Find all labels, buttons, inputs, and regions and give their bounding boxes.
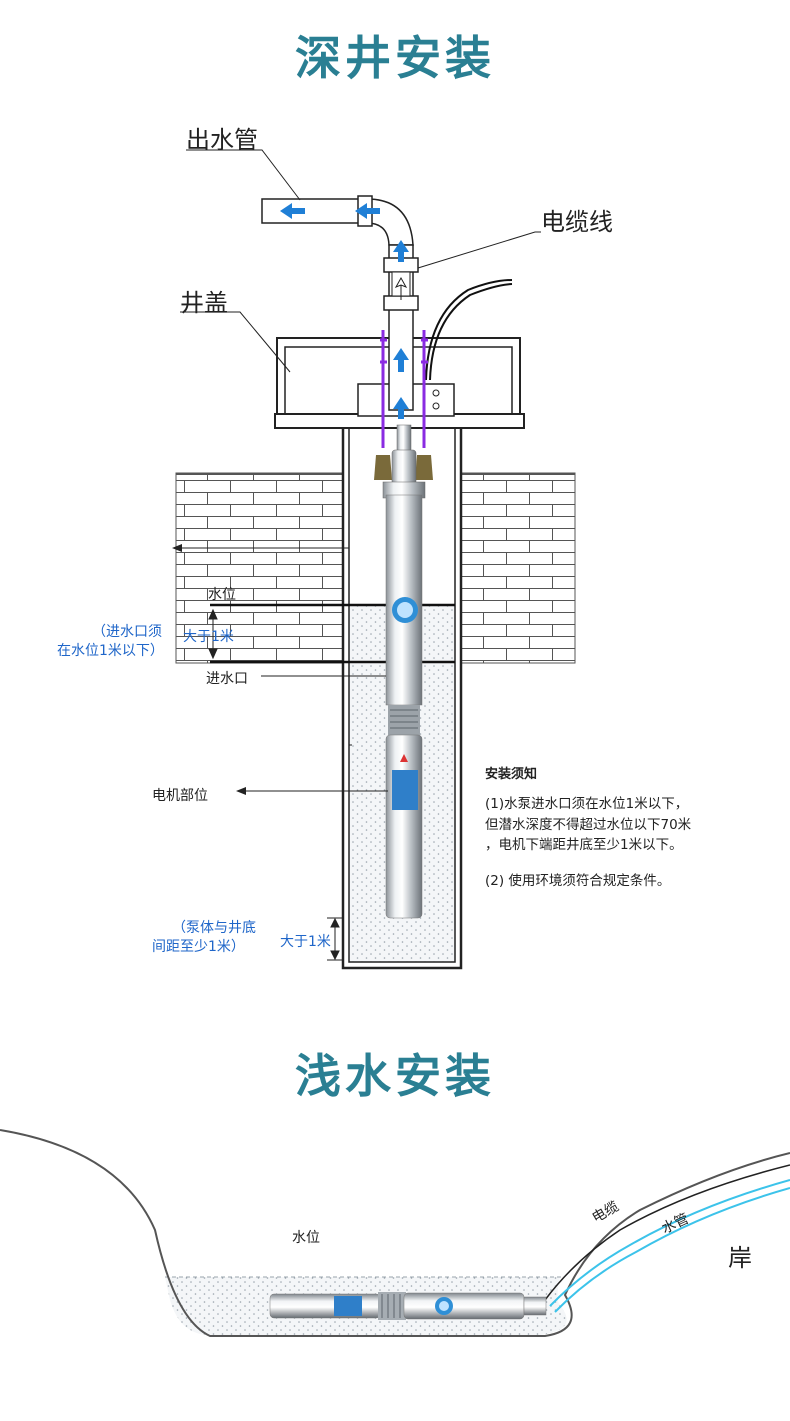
instructions-heading: 安装须知: [485, 767, 538, 782]
well-cover-label: 井盖: [180, 289, 228, 317]
inlet-distance-label: 大于1米: [183, 629, 234, 645]
rope-clamps: [374, 455, 433, 480]
instruction-2: (2) 使用环境须符合规定条件。: [485, 873, 671, 889]
leader-lines: [180, 149, 541, 792]
shallow-water-level-label: 水位: [292, 1230, 320, 1246]
instruction-1-line2: 但潜水深度不得超过水位以下70米: [485, 817, 692, 833]
rope: [380, 330, 428, 448]
motor-label: 电机部位: [152, 788, 208, 804]
bottom-note-line2: 间距至少1米）: [152, 939, 245, 955]
cable-label: 电缆线: [541, 208, 613, 236]
bottom-distance-label: 大于1米: [280, 934, 331, 950]
ground-brick-left: [175, 472, 345, 664]
flow-arrows: [280, 203, 409, 419]
water-level-label: 水位: [208, 587, 236, 603]
inlet-note-line2: 在水位1米以下）: [57, 643, 164, 659]
well-cover: [274, 337, 525, 429]
shallow-water-title: 浅水安装: [295, 1049, 495, 1103]
bottom-note-line1: （泵体与井底: [172, 920, 256, 936]
instruction-1-line1: (1)水泵进水口须在水位1米以下，: [485, 796, 689, 812]
pump-body: [382, 424, 426, 919]
inlet-label: 进水口: [206, 671, 248, 687]
inlet-dimension: [208, 608, 218, 660]
ground-brick-right: [460, 472, 576, 664]
inlet-note-line1: （进水口须: [92, 624, 162, 640]
shore-label: 岸: [728, 1244, 752, 1272]
instruction-1-line3: ，电机下端距井底至少1米以下。: [485, 837, 683, 853]
outlet-pipe-label: 出水管: [186, 126, 258, 154]
cable: [425, 279, 513, 381]
bottom-dimension: [327, 917, 343, 961]
deep-well-title: 深井安装: [295, 31, 495, 85]
